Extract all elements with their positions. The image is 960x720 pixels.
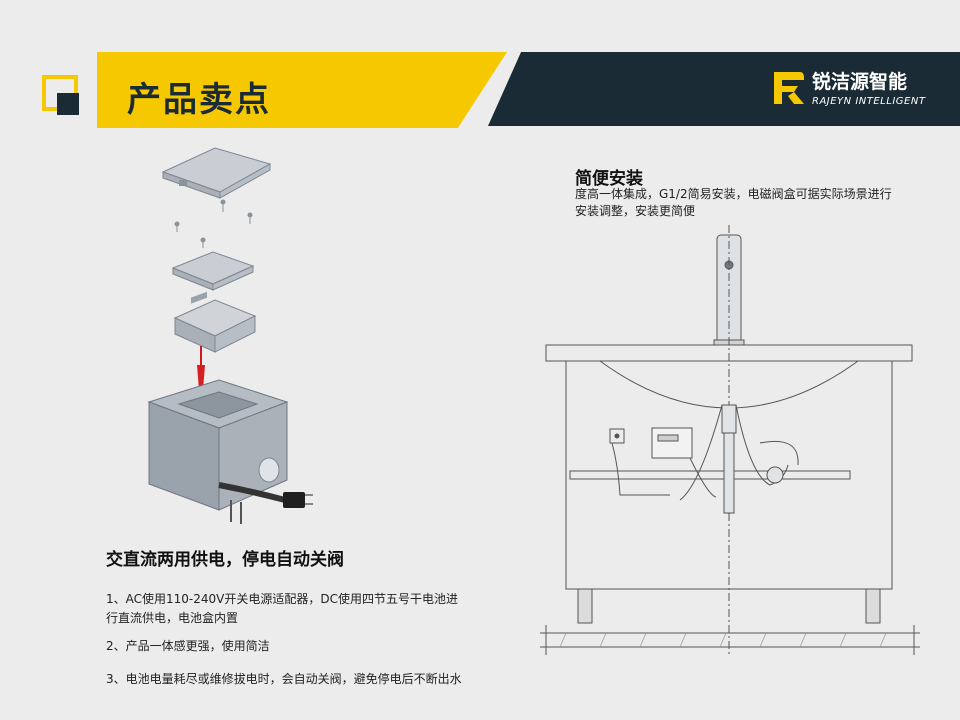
header-dark-band <box>488 52 960 126</box>
feature-point-3: 3、电池电量耗尽或维修拔电时，会自动关阀，避免停电后不断出水 <box>106 672 462 686</box>
decor-square-fill <box>57 93 79 115</box>
brand-logo-icon <box>774 72 804 104</box>
brand-name-en: RAJEYN INTELLIGENT <box>812 96 926 107</box>
header-yellow-band <box>97 52 507 128</box>
brand-name-cn: 锐洁源智能 <box>812 71 908 93</box>
feature-heading-power: 交直流两用供电，停电自动关阀 <box>106 550 344 570</box>
feature-heading-install: 简便安装 <box>575 169 643 189</box>
feature-point-2: 2、产品一体感更强，使用简洁 <box>106 639 270 653</box>
installation-diagram <box>540 225 920 655</box>
feature-point-1: 1、AC使用110-240V开关电源适配器，DC使用四节五号干电池进行直流供电，… <box>106 592 458 625</box>
page-title: 产品卖点 <box>127 80 271 120</box>
feature-install-description: 度高一体集成，G1/2简易安装，电磁阀盒可据实际场景进行安装调整，安装更简便 <box>575 187 892 218</box>
exploded-product-illustration <box>147 147 313 524</box>
